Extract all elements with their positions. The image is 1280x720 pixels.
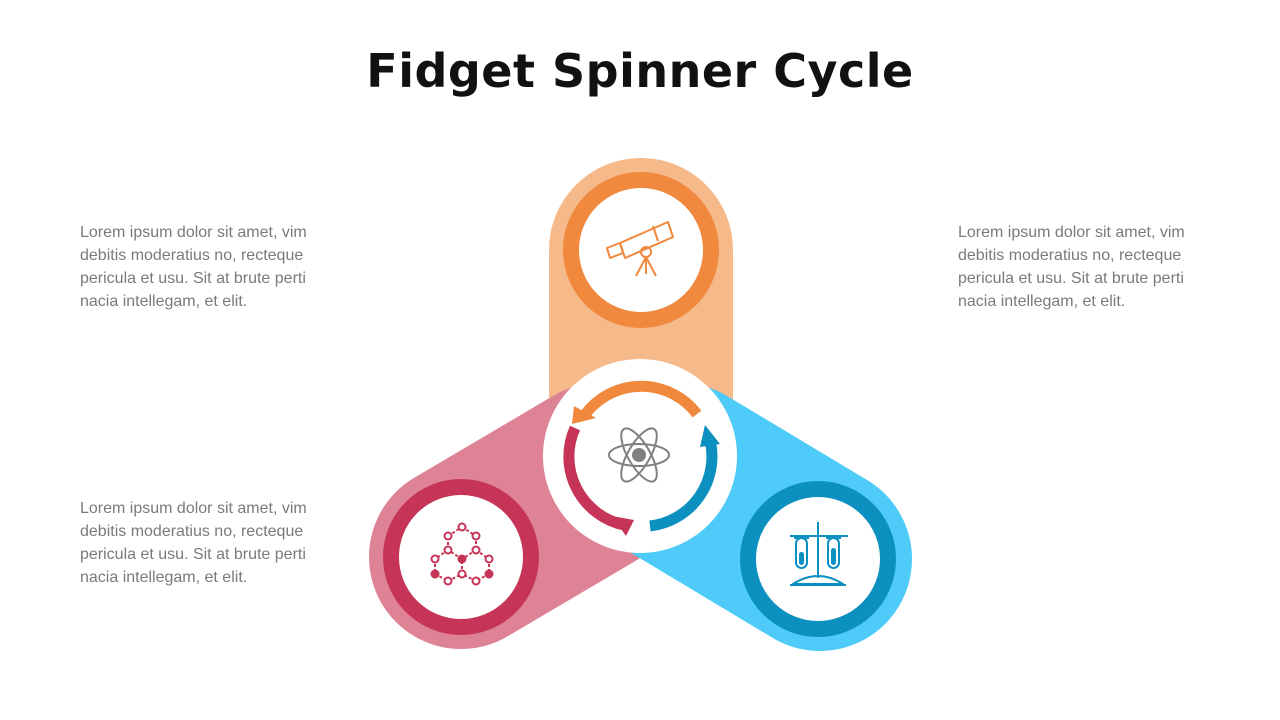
molecule-icon	[430, 522, 494, 586]
description-right-top: Lorem ipsum dolor sit amet, vim debitis …	[958, 224, 1185, 310]
description-left-top: Lorem ipsum dolor sit amet, vim debitis …	[80, 224, 307, 310]
telescope-icon	[606, 221, 674, 277]
cycle-arrows	[563, 380, 720, 536]
test-tubes-icon	[790, 522, 848, 586]
page-title: Fidget Spinner Cycle	[366, 44, 914, 98]
description-left-bottom: Lorem ipsum dolor sit amet, vim debitis …	[80, 500, 307, 586]
atom-icon	[608, 427, 670, 483]
